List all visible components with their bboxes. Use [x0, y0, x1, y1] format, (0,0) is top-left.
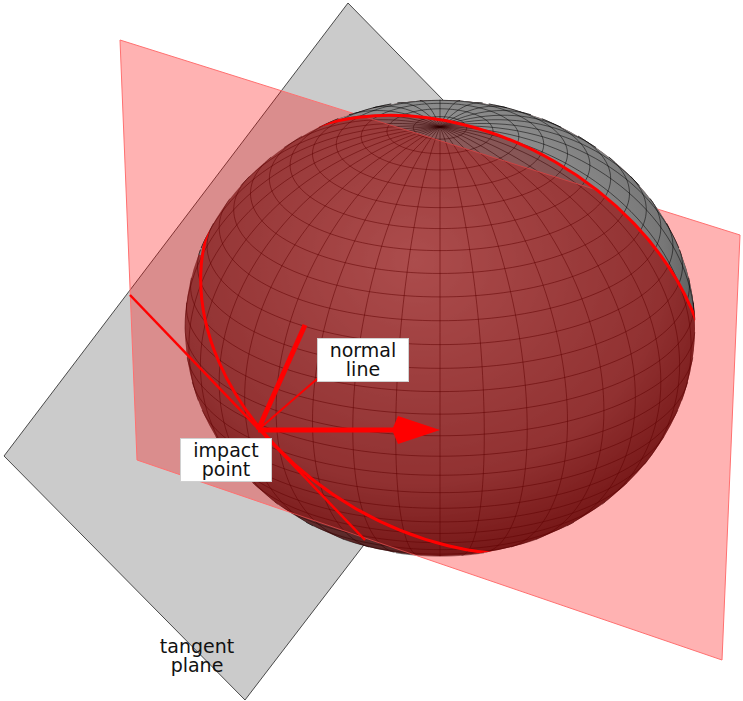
ellipsoid-mesh	[185, 100, 695, 556]
cross-section-curve	[121, 27, 743, 643]
ellipsoid-cap	[185, 100, 695, 556]
ellipsoid-tint	[185, 100, 695, 556]
normal-vector	[258, 325, 305, 430]
ellipsoid	[185, 100, 695, 556]
callout-label: impact point	[180, 438, 272, 482]
intersection-line	[130, 295, 365, 540]
callout-label: normal line	[317, 338, 409, 382]
impact-vector	[258, 428, 405, 433]
plane-label: tangent plane	[152, 637, 242, 675]
arrow-head	[392, 416, 440, 444]
